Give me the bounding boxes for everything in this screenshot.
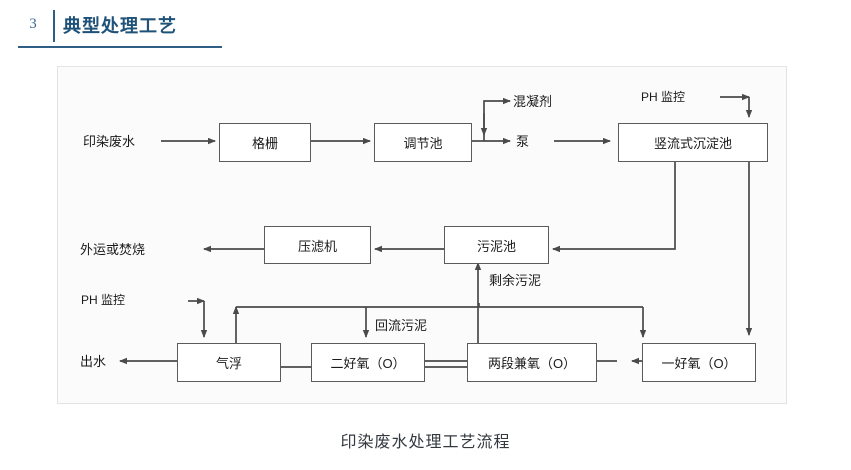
node-adjust-tank[interactable]: 调节池 <box>374 123 472 162</box>
label-return-sludge: 回流污泥 <box>375 318 428 333</box>
label-coagulant: 混凝剂 <box>513 94 553 109</box>
page-title: 典型处理工艺 <box>63 16 177 36</box>
label-ph-monitor-top: PH 监控 <box>641 90 686 104</box>
node-second-aerobic[interactable]: 二好氧（O） <box>311 343 425 382</box>
process-flow-diagram: 格栅 调节池 竖流式沉淀池 压滤机 污泥池 气浮 二好氧（O） 两段兼氧（O） … <box>57 66 787 404</box>
header-divider <box>53 10 55 42</box>
node-first-aerobic[interactable]: 一好氧（O） <box>642 343 756 382</box>
section-header: 3 典型处理工艺 <box>0 8 228 48</box>
node-filter-press[interactable]: 压滤机 <box>264 226 371 264</box>
node-two-stage-facultative[interactable]: 两段兼氧（O） <box>467 343 597 382</box>
node-air-flotation[interactable]: 气浮 <box>177 343 281 382</box>
node-grid[interactable]: 格栅 <box>219 123 311 162</box>
label-disposal: 外运或焚烧 <box>80 242 146 257</box>
label-ph-monitor-bottom: PH 监控 <box>81 293 126 307</box>
label-influent: 印染废水 <box>83 134 136 149</box>
node-sludge-pool[interactable]: 污泥池 <box>444 226 549 264</box>
label-effluent: 出水 <box>80 354 107 369</box>
figure-caption: 印染废水处理工艺流程 <box>340 434 511 451</box>
section-number: 3 <box>29 16 37 32</box>
label-excess-sludge: 剩余污泥 <box>489 273 542 288</box>
node-vertical-flow-settler[interactable]: 竖流式沉淀池 <box>618 123 768 162</box>
label-pump: 泵 <box>516 134 530 149</box>
header-underline <box>18 46 222 48</box>
